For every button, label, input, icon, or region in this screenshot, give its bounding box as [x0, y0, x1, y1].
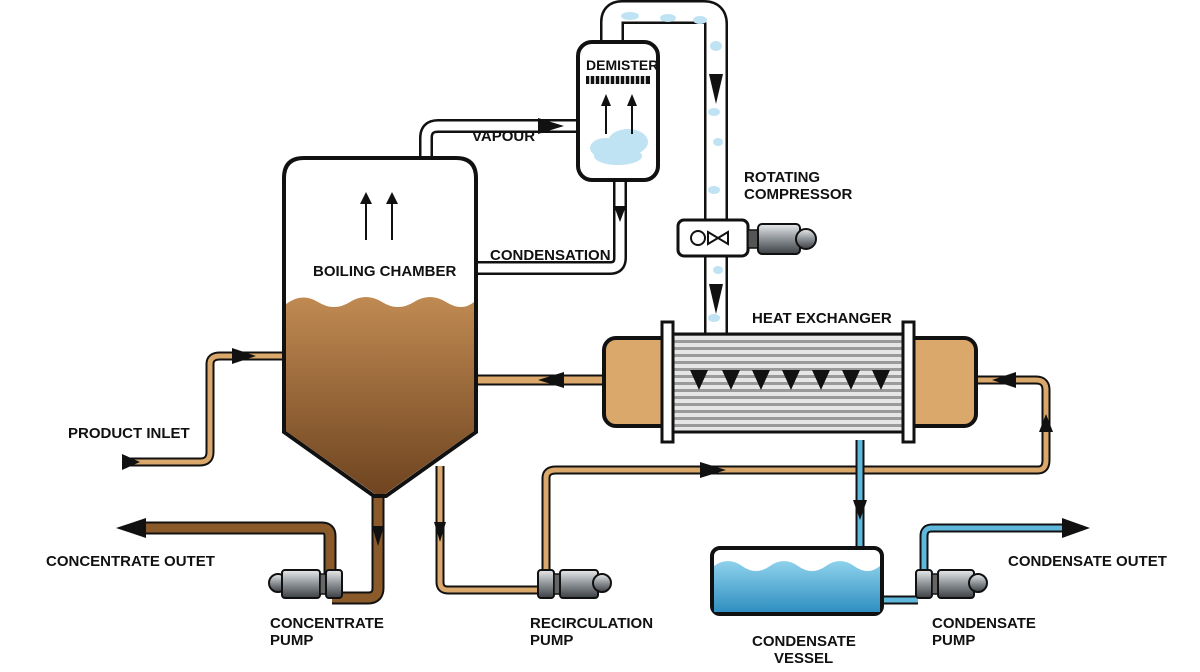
concentrate-pump-label-2: PUMP — [270, 632, 313, 649]
compressor-in-arrow — [709, 74, 723, 104]
condensate-pump-label-1: CONDENSATE — [932, 615, 1036, 632]
condensate-pump-label-2: PUMP — [932, 632, 975, 649]
concentrate-down-arrow — [372, 526, 384, 546]
recirculation-pump-label-1: RECIRCULATION — [530, 615, 653, 632]
condensate-outet-label: CONDENSATE OUTET — [1008, 553, 1167, 570]
product-inlet-label: PRODUCT INLET — [68, 425, 190, 442]
condensate-outlet-arrow — [1062, 518, 1090, 538]
condensate-down-arrow — [853, 500, 867, 520]
vapour-arrow — [538, 118, 564, 134]
exchanger-inlet-arrow — [992, 372, 1016, 388]
condensation-label: CONDENSATION — [490, 247, 611, 264]
condensation-down-arrow — [614, 206, 626, 222]
recirculation-pipe — [435, 375, 1051, 595]
return-arrow — [538, 372, 564, 388]
concentrate-outlet-arrow — [116, 518, 146, 538]
flow-arrows — [116, 74, 1090, 546]
condensate-vessel — [710, 546, 884, 616]
compressor-vapour-pipe — [600, 0, 728, 338]
recirc-down-arrow — [434, 522, 446, 542]
recirculation-pump — [537, 569, 612, 599]
product-inlet-pipe — [124, 351, 286, 467]
concentrate-pipe — [140, 494, 385, 605]
vapour-pipe — [419, 119, 576, 158]
recirc-up-arrow — [1039, 414, 1053, 432]
concentrate-pump — [268, 569, 343, 599]
recirculation-pump-label-2: PUMP — [530, 632, 573, 649]
recirc-right-arrow — [700, 462, 726, 478]
concentrate-pump-label-1: CONCENTRATE — [270, 615, 384, 632]
concentrate-outet-label: CONCENTRATE OUTET — [46, 553, 215, 570]
heat-exchanger — [602, 320, 978, 444]
condensate-vessel-label-2: VESSEL — [774, 650, 833, 667]
heat-exchanger-label: HEAT EXCHANGER — [752, 310, 892, 327]
condensate-pump — [915, 569, 988, 599]
rotating-compressor-label-1: ROTATING — [744, 169, 820, 186]
compressor-out-arrow — [709, 284, 723, 314]
demister — [576, 40, 660, 182]
condensate-vessel-label-1: CONDENSATE — [752, 633, 856, 650]
vapour-label: VAPOUR — [472, 128, 535, 145]
demister-label: DEMISTER — [586, 57, 658, 73]
condensation-pipe — [478, 180, 627, 275]
boiling-chamber-label: BOILING CHAMBER — [313, 263, 456, 280]
rotating-compressor — [676, 218, 817, 258]
inlet-arrow-end — [232, 348, 256, 364]
inlet-arrow-start — [122, 454, 140, 470]
boiling-chamber — [282, 156, 478, 498]
condensate-pipe — [855, 440, 1068, 605]
rotating-compressor-label-2: COMPRESSOR — [744, 186, 853, 203]
